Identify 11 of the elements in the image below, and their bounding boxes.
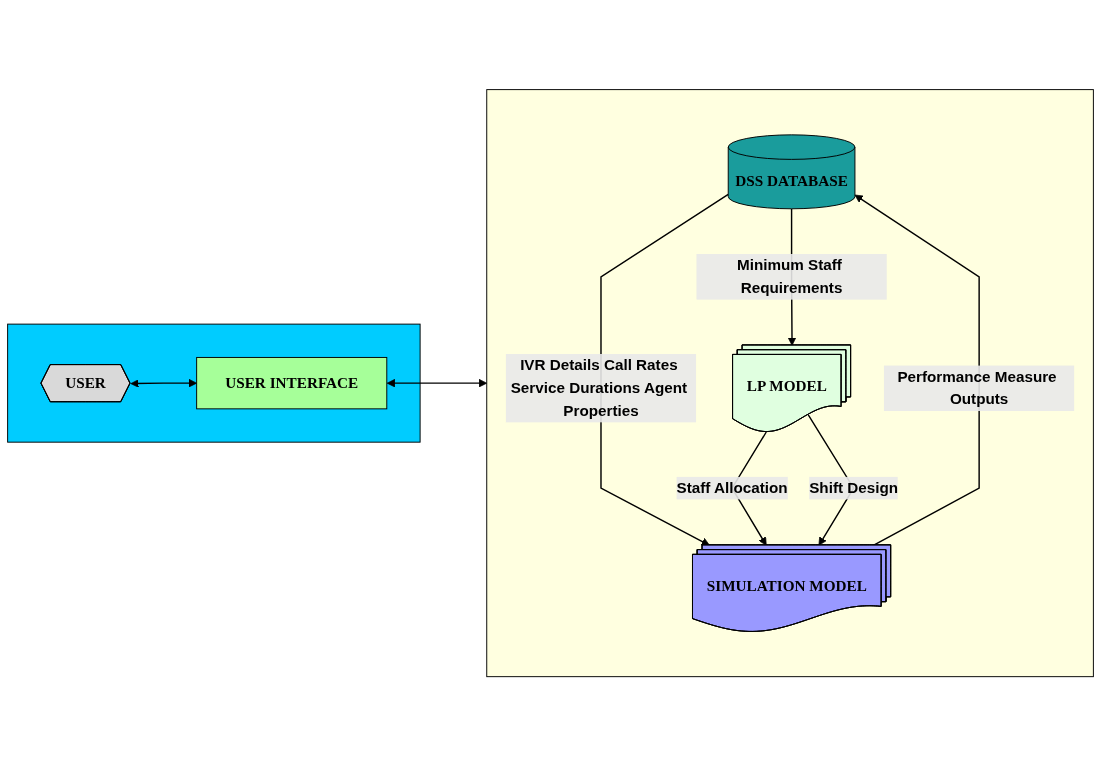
arrow (130, 379, 198, 389)
edge-label: Minimum Staff Requirements (737, 257, 843, 297)
node-box: USER INTERFACE (196, 357, 388, 410)
edge-label: Performance Measure Outputs (897, 368, 1057, 408)
cluster (486, 89, 1094, 678)
edge-label: IVR Details Call Rates Service Durations Agent Properties (510, 357, 688, 420)
edge-label: Shift Design (809, 479, 899, 497)
arrow (386, 379, 488, 388)
cluster (7, 324, 421, 443)
arrow (854, 195, 980, 547)
edge-label: Staff Allocation (676, 479, 788, 497)
